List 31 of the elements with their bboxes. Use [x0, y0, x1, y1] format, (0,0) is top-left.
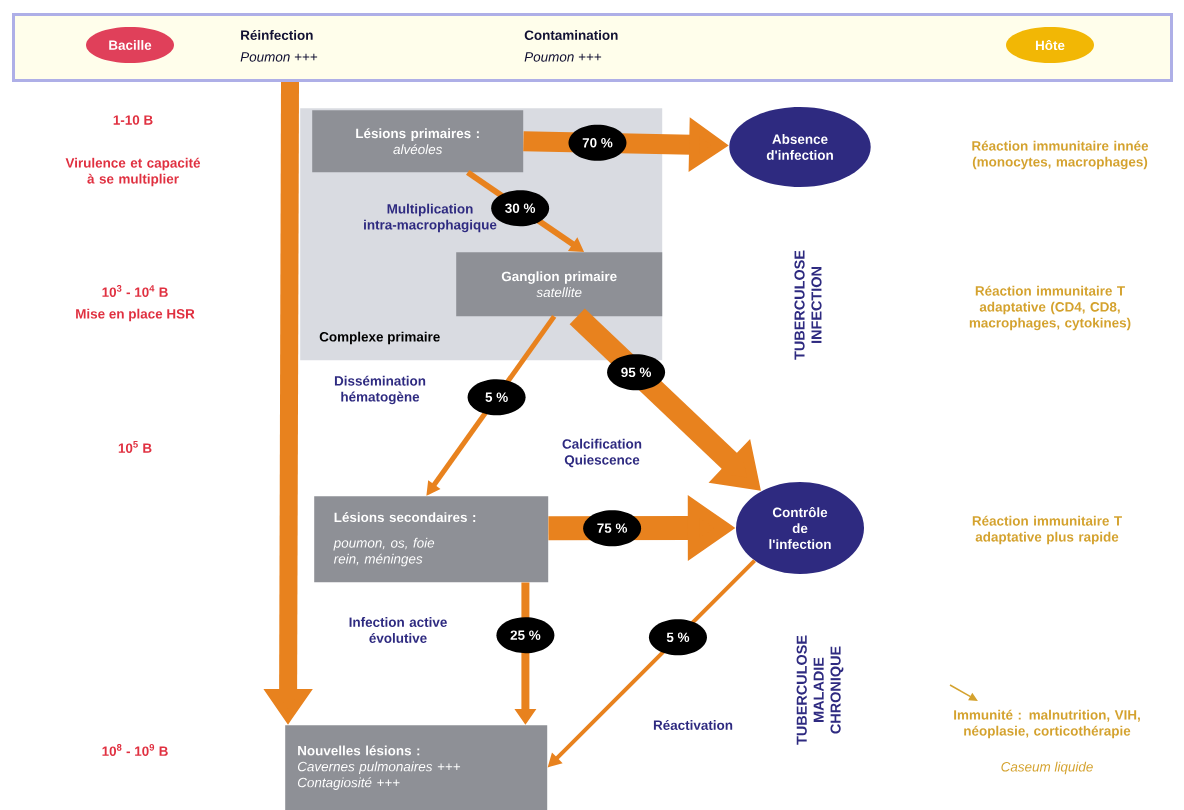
edge-label: 75 %: [583, 510, 642, 547]
note: Mise en place HSR: [76, 308, 195, 322]
band-heading: Contamination: [524, 30, 618, 40]
edge-label: 25 %: [496, 617, 555, 654]
vertical-label: TUBERCULOSE INFECTION: [794, 250, 822, 360]
band-heading: Réinfection: [241, 30, 313, 40]
process-box: Lésions primaires : alvéoles: [312, 110, 524, 173]
process-box: Lésions secondaires : poumon, os, foie rein, méninges: [314, 496, 549, 583]
stage-caption: Infection active évolutive: [349, 617, 447, 643]
bacillus-count: 10$^{8}$ - 10$^{9}$ B: [102, 744, 168, 756]
edge-label: 5 %: [648, 619, 707, 656]
edge-label: 95 %: [607, 354, 666, 391]
immune-note: Caseum liquide: [1001, 761, 1093, 775]
immune-note: Réaction immunitaire innée (monocytes, macrophages): [972, 140, 1149, 170]
stage-caption: Réactivation: [653, 720, 733, 730]
edge-label: 5 %: [467, 379, 526, 416]
bacillus-count: 10$^{3}$ - 10$^{4}$ B: [102, 285, 168, 297]
immune-note: Réaction immunitaire T adaptative (CD4, CD8, macrophages, cytokines): [969, 285, 1131, 331]
bacillus-count: 10$^{5}$ B: [118, 441, 152, 453]
vertical-label: TUBERCULOSE MALADIE CHRONIQUE: [796, 635, 844, 745]
band-subheading: Poumon +++: [524, 52, 602, 62]
band-subheading: Poumon +++: [240, 52, 318, 62]
immune-note: Réaction immunitaire T adaptative plus rapide: [972, 515, 1122, 545]
process-box: Nouvelles lésions : Cavernes pulmonaires +++ Contagiosité +++: [285, 725, 548, 810]
immune-note: Immunité : malnutrition, VIH, néoplasie, corticothérapie: [954, 709, 1140, 739]
edge-label: 70 %: [568, 124, 627, 161]
stage-caption: Calcification Quiescence: [562, 438, 642, 468]
bacillus-count: 1-10 B: [113, 115, 153, 125]
stage-caption: Dissémination hématogène: [334, 375, 426, 405]
process-box: Ganglion primaire satellite: [456, 252, 663, 317]
note: Virulence et capacité à se multiplier: [65, 157, 201, 187]
